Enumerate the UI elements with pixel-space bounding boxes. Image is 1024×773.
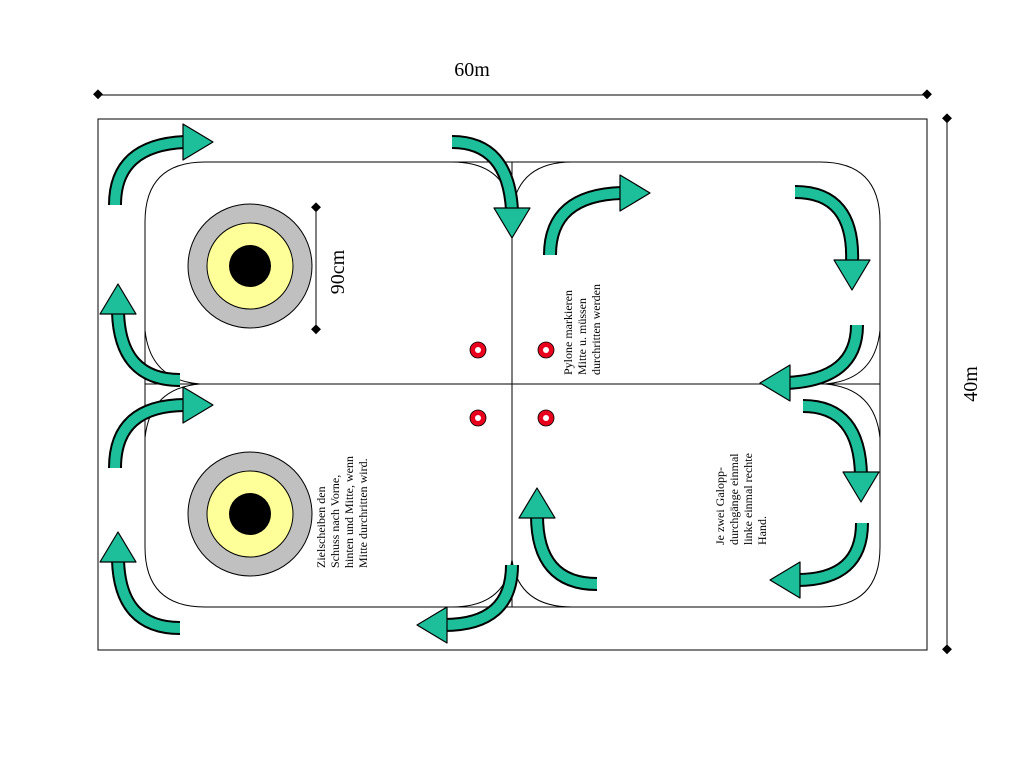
note-pylons: Pylone markieren Mitte u. müssen durchri… (561, 284, 603, 375)
track-corner-curve (824, 383, 881, 439)
arena-boundary (97, 118, 928, 651)
note-gallop: Je zwei Galopp- durchgänge einmal linke … (713, 450, 769, 545)
arrowhead (769, 561, 801, 599)
direction-arrow (108, 386, 214, 469)
pylons (469, 341, 555, 427)
direction-arrows (99, 123, 880, 644)
target-bullseye (229, 493, 271, 535)
direction-arrow (518, 487, 598, 591)
target-size-end-marker (311, 324, 321, 335)
arrow-shaft (113, 311, 181, 385)
width-label: 60m (454, 59, 490, 81)
note-targets-line: Schuss nach Vorne, (328, 475, 342, 568)
note-targets-line: Mitte durchritten wird. (356, 458, 370, 568)
pylon-center (543, 347, 549, 353)
arrow-shaft (451, 137, 517, 211)
direction-arrow (99, 531, 181, 635)
width-dimension-end-marker (922, 89, 932, 100)
pylon-center (475, 347, 481, 353)
direction-arrow (108, 123, 214, 206)
direction-arrow (802, 399, 880, 503)
height-dimension: 40m (942, 113, 982, 655)
pylon (537, 409, 555, 427)
arrow-shaft (785, 324, 862, 388)
track-cell-bottom-left (144, 384, 513, 608)
target-size-dimension: 90cm (311, 202, 349, 335)
height-dimension-start-marker (942, 113, 952, 124)
pylon-center (475, 415, 481, 421)
direction-arrow (769, 522, 869, 599)
arrowhead (842, 471, 880, 503)
arrowhead (759, 364, 791, 402)
height-dimension-end-marker (942, 644, 952, 655)
arrowhead (416, 606, 448, 644)
track-corner-curve (511, 161, 573, 211)
note-targets-line: Zielscheiben den (314, 486, 328, 568)
width-dimension-start-marker (93, 89, 103, 100)
arrowhead (518, 487, 556, 519)
note-gallop-line: Hand. (755, 516, 769, 545)
note-pylons-line: Pylone markieren (561, 290, 575, 375)
direction-arrow (416, 564, 519, 644)
note-gallop-line: durchgänge einmal (727, 453, 741, 545)
width-dimension: 60m (93, 59, 932, 100)
arrowhead (99, 531, 137, 563)
arrow-shaft (802, 401, 866, 477)
track-cell-bottom-right (511, 384, 881, 608)
arrow-shaft (532, 514, 598, 589)
arrow-shaft (110, 400, 187, 469)
arrow-shaft (110, 137, 186, 206)
pylon-center (543, 415, 549, 421)
arrowhead (619, 174, 651, 212)
note-targets-line: hinten und Mitte, wenn (342, 456, 356, 568)
pylon (469, 341, 487, 359)
note-pylons-line: durchritten werden (589, 284, 603, 375)
arrow-shaft (443, 564, 517, 630)
arrowhead (182, 386, 214, 424)
direction-arrow (99, 283, 181, 387)
arrow-shaft (545, 188, 623, 256)
track-corner-curve (144, 329, 201, 385)
arrow-shaft (794, 187, 858, 264)
note-pylons-line: Mitte u. müssen (575, 298, 589, 375)
track-cell-top-left (144, 161, 513, 384)
arrowhead (833, 259, 871, 291)
note-gallop-line: Je zwei Galopp- (713, 467, 727, 545)
arrowhead (182, 123, 214, 161)
arrowhead (493, 207, 531, 239)
note-targets: Zielscheiben den Schuss nach Vorne, hint… (314, 453, 370, 568)
pylon (469, 409, 487, 427)
arrow-shaft (796, 522, 867, 585)
track-corner-curve (144, 383, 201, 439)
arrowhead (99, 283, 137, 315)
target-bullseye (229, 245, 271, 287)
direction-arrow (543, 174, 651, 256)
note-gallop-line: linke einmal rechte (741, 453, 755, 545)
track-cell-top-right (511, 161, 881, 384)
target-size-start-marker (311, 202, 321, 213)
target-top (187, 203, 313, 329)
height-label: 40m (960, 366, 982, 402)
target-bottom (187, 451, 313, 577)
target-size-label: 90cm (327, 249, 349, 294)
direction-arrow (759, 324, 864, 402)
direction-arrow (451, 135, 531, 239)
arrow-shaft (113, 559, 181, 633)
track-corner-curve (824, 329, 881, 385)
pylon (537, 341, 555, 359)
direction-arrow (794, 185, 871, 291)
